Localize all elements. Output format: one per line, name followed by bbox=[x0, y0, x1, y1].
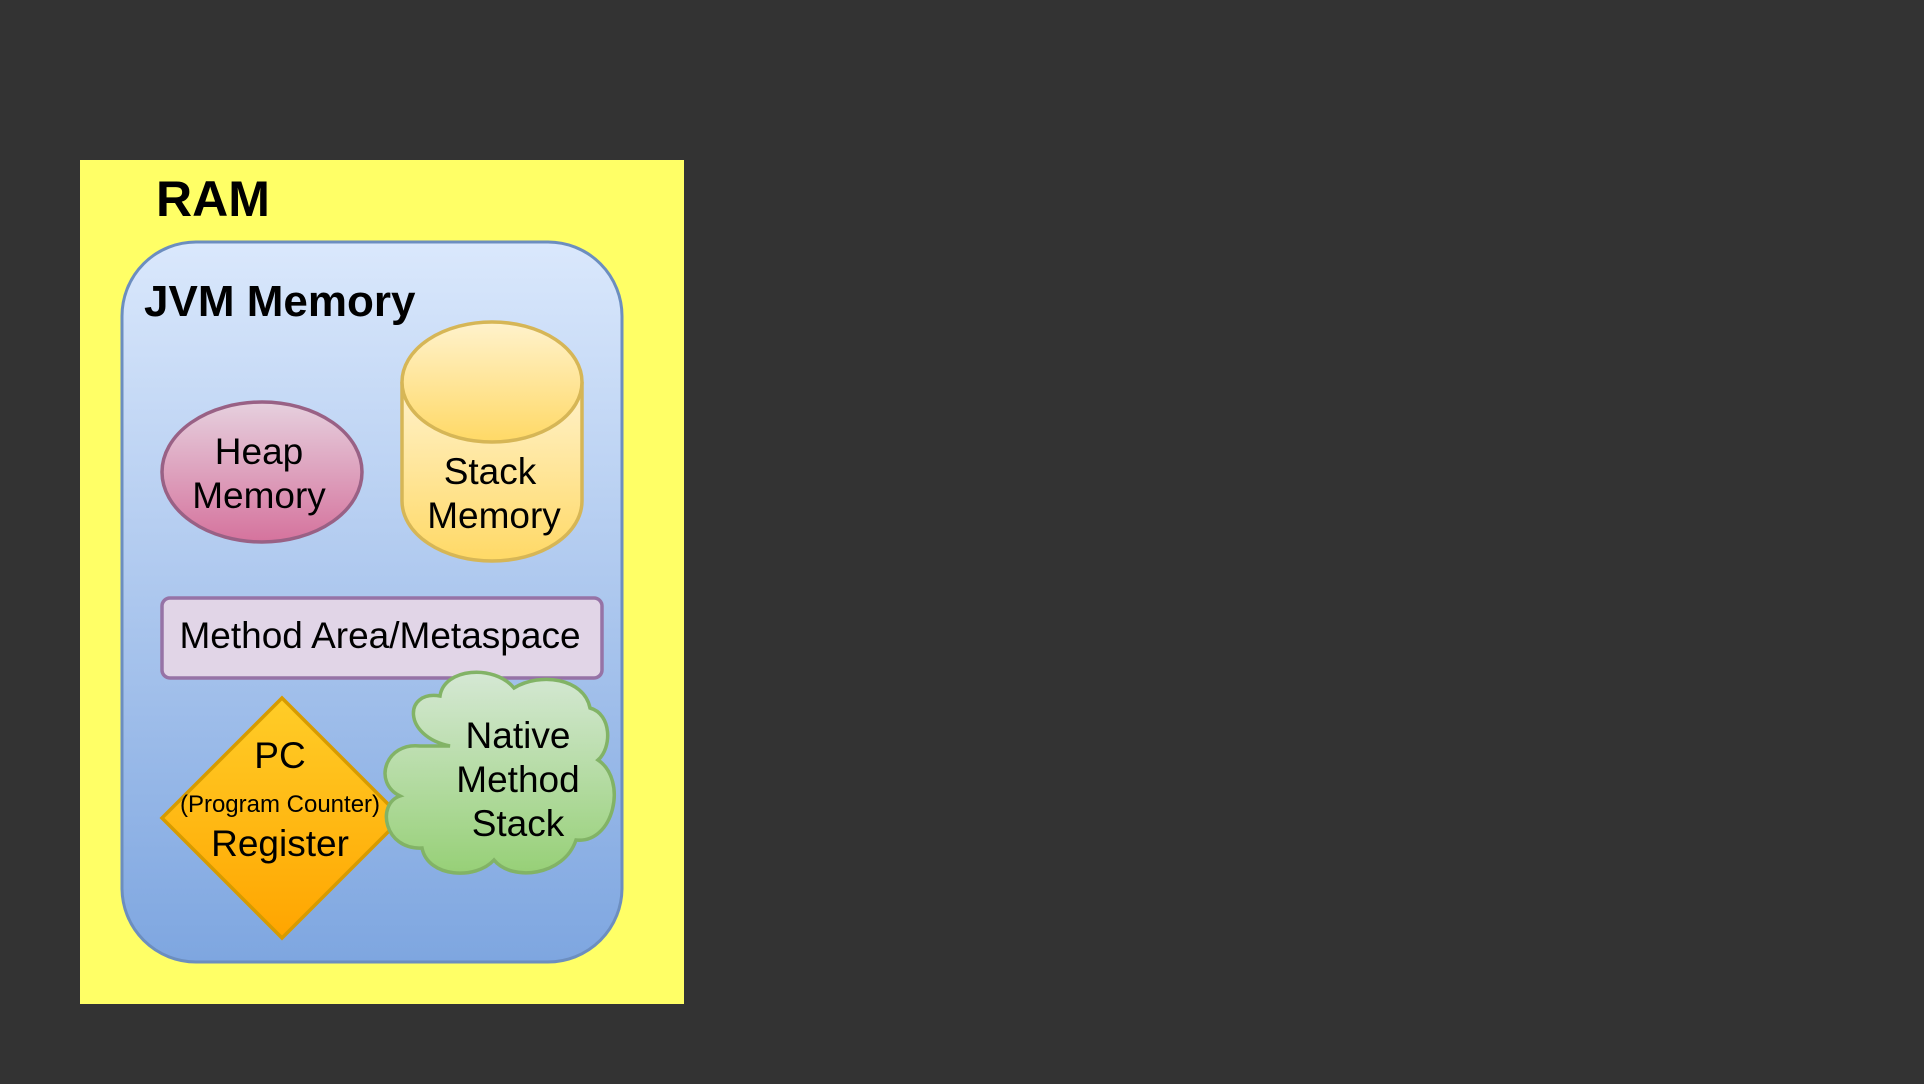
pc-register-label-line1: PC bbox=[254, 735, 305, 776]
native-method-stack-node: Native Method Stack bbox=[383, 670, 616, 875]
heap-memory-shape bbox=[160, 400, 364, 544]
ram-label: RAM bbox=[156, 171, 270, 227]
stack-memory-node: Stack Memory bbox=[400, 320, 584, 563]
heap-memory-label-line1: Heap bbox=[215, 431, 303, 472]
heap-memory-node: Heap Memory bbox=[160, 400, 364, 544]
method-area-label: Method Area/Metaspace bbox=[179, 615, 580, 656]
method-area-box bbox=[160, 596, 604, 680]
stack-memory-label-line2: Memory bbox=[427, 495, 561, 536]
pc-register-label-line2: (Program Counter) bbox=[180, 791, 380, 818]
native-method-stack-label-line2: Method bbox=[456, 759, 579, 800]
heap-memory-label-line2: Memory bbox=[192, 475, 326, 516]
pc-register-label-line3: Register bbox=[211, 823, 349, 864]
native-method-stack-label-line3: Stack bbox=[472, 803, 565, 844]
stack-memory-label-line1: Stack bbox=[444, 451, 537, 492]
pc-register-node: PC (Program Counter) Register bbox=[159, 695, 405, 941]
jvm-memory-label: JVM Memory bbox=[144, 277, 416, 326]
native-method-stack-cloud bbox=[383, 670, 616, 875]
pc-register-shape bbox=[159, 695, 405, 941]
method-area-node: Method Area/Metaspace bbox=[160, 596, 604, 680]
native-method-stack-label-line1: Native bbox=[466, 715, 571, 756]
stack-memory-top bbox=[400, 320, 584, 444]
